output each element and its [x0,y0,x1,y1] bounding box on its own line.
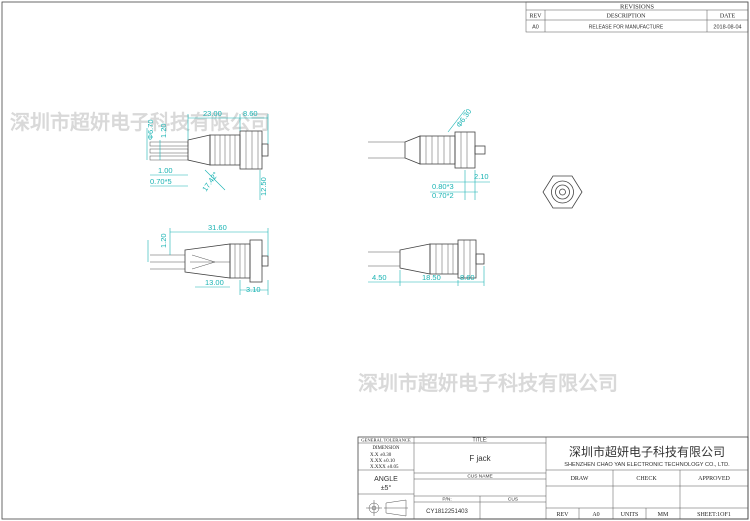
description-value: RELEASE FOR MANUFACTURE [589,25,664,31]
check-label: CHECK [636,476,657,482]
angle-label: ANGLE [374,476,398,483]
dim-v1-dia-b: 1.20 [159,123,168,138]
dim-v5-c: 8.60 [460,273,475,282]
view-side-bottom-left: 31.60 1.20 13.00 3.10 [147,223,269,295]
watermark-bottom: 深圳市超妍电子科技有限公司 [358,371,618,395]
description-header: DESCRIPTION [606,14,646,20]
date-value: 2018-08-04 [713,25,741,31]
sheet-label: SHEET:1OF1 [697,512,731,518]
company-name-cn: 深圳市超妍电子科技有限公司 [569,444,725,459]
dim-v4-tip: 3.10 [246,285,261,294]
pn-label: P/N: [442,497,451,503]
units-value: MM [658,512,669,518]
dim-v2-dia: Φ6.30 [454,107,473,129]
company-name-en: SHENZHEN CHAO YAN ELECTRONIC TECHNOLOGY … [564,462,730,468]
dim-v2-a: 2.10 [474,172,489,181]
watermark-top: 深圳市超妍电子科技有限公司 [10,110,270,134]
revisions-table: REVISIONS REV DESCRIPTION DATE A0 RELEAS… [525,1,749,33]
dim-v4-total: 31.60 [208,223,227,232]
rev-label-bottom: REV [557,512,570,518]
projection-symbol [366,499,408,517]
view-side-top-right: Φ6.30 2.10 0.80*3 0.70*2 [368,107,490,200]
approved-label: APPROVED [698,476,730,482]
rev-header: REV [530,14,543,20]
title-block: GENERAL TOLERANCE DIMENSION X.X ±0.30 X.… [357,436,749,520]
cus-label: CUS [508,497,518,503]
draw-label: DRAW [571,476,589,482]
dim-v2-c: 0.70*2 [432,191,454,200]
dim-v5-a: 4.50 [372,273,387,282]
tolerance-title: GENERAL TOLERANCE [361,438,411,443]
cus-name-label: CUS NAME [467,474,492,480]
date-header: DATE [720,14,736,20]
pn-value: CY1812251403 [426,509,468,515]
tolerance-row-3: X.XXX ±0.05 [370,465,399,470]
dim-v1-len-b: 8.60 [243,109,258,118]
dim-v4-body: 13.00 [205,278,224,287]
title-value: F jack [469,454,491,463]
rev-value-bottom: A0 [592,512,599,518]
dim-v1-dia-a: Φ6.70 [146,119,155,140]
tolerance-row-2: X.XX ±0.10 [370,459,395,464]
angle-value: ±5° [381,484,392,492]
dim-v5-b: 18.50 [422,273,441,282]
dim-v2-b: 0.80*3 [432,182,454,191]
view-side-bottom-right: 4.50 18.50 8.60 [368,239,485,286]
dim-v1-pitch: 0.70*5 [150,177,172,186]
dim-v1-pin-len: 1.00 [158,166,173,175]
dim-v1-angle: 17.42° [200,170,220,193]
dim-v1-len-a: 23.00 [203,109,222,118]
tolerance-dimension: DIMENSION [373,446,400,451]
dim-v4-pin: 1.20 [159,233,168,248]
revisions-title: REVISIONS [620,4,654,11]
title-label: TITLE: [472,438,487,444]
units-label: UNITS [621,512,639,518]
rev-value: A0 [532,25,539,31]
view-end-hex [542,175,583,209]
tolerance-row-1: X.X ±0.30 [370,453,392,458]
dim-v1-height: 12.50 [259,177,268,196]
